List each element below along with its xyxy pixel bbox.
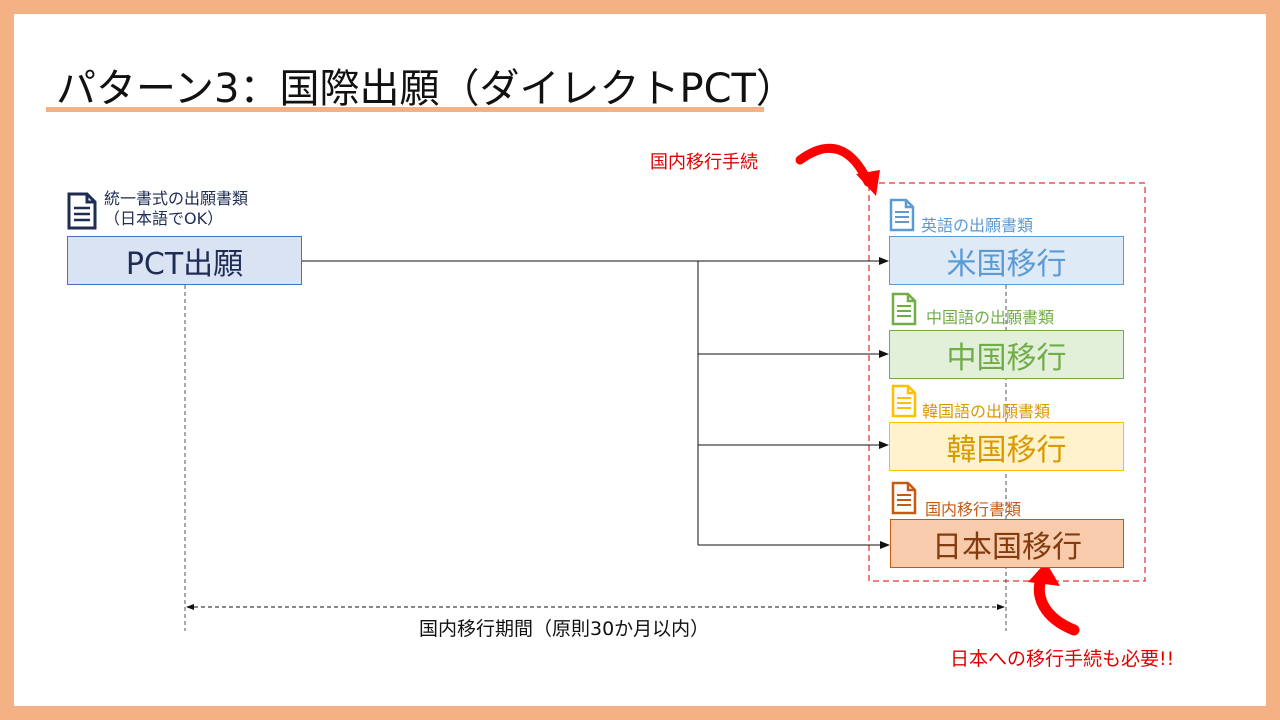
- document-icon: [891, 384, 917, 418]
- red-arrowhead-bottom: [1028, 562, 1060, 586]
- slide: パターン3：国際出願（ダイレクトPCT）: [14, 14, 1266, 706]
- pct-doc-label: 統一書式の出願書類 （日本語でOK）: [104, 189, 248, 229]
- red-arrowhead-top: [856, 170, 880, 196]
- title-underline: [46, 107, 764, 112]
- document-icon: [67, 192, 97, 230]
- jp-doc-label: 国内移行書類: [925, 500, 1022, 519]
- japan-note: 日本への移行手続も必要!!: [950, 648, 1175, 670]
- red-curve-arrow-top: [795, 143, 873, 187]
- kr-entry-box: 韓国移行: [889, 422, 1124, 471]
- pct-application-box: PCT出願: [67, 236, 302, 285]
- document-icon: [891, 481, 917, 515]
- connector-lines: [184, 143, 1146, 636]
- domestic-entry-frame: [868, 182, 1146, 582]
- document-icon: [891, 292, 917, 326]
- cn-entry-box: 中国移行: [889, 330, 1124, 379]
- pct-doc-line2: （日本語でOK）: [104, 209, 224, 228]
- document-icon: [889, 198, 915, 232]
- cn-doc-label: 中国語の出願書類: [926, 308, 1055, 327]
- period-label: 国内移行期間（原則30か月以内）: [419, 618, 710, 640]
- page-title: パターン3：国際出願（ダイレクトPCT）: [56, 66, 796, 112]
- us-entry-box: 米国移行: [889, 236, 1124, 285]
- jp-entry-box: 日本国移行: [890, 519, 1124, 568]
- us-doc-label: 英語の出願書類: [921, 216, 1034, 235]
- domestic-entry-label: 国内移行手続: [650, 152, 758, 173]
- kr-doc-label: 韓国語の出願書類: [922, 402, 1051, 421]
- pct-doc-line1: 統一書式の出願書類: [104, 189, 249, 208]
